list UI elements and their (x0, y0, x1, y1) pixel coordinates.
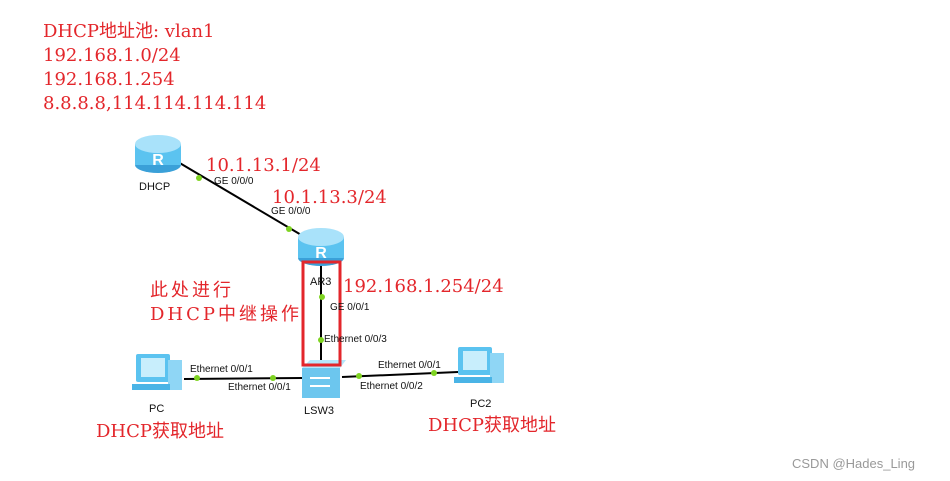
port-label-ar3-ge001: GE 0/0/1 (330, 302, 370, 313)
relay-highlight-box (301, 260, 342, 367)
watermark: CSDN @Hades_Ling (792, 456, 916, 471)
port-label-lsw-e001: Ethernet 0/0/1 (228, 382, 291, 393)
port-label-pc2-e001: Ethernet 0/0/1 (378, 360, 441, 371)
pc-icon-pc2 (454, 347, 504, 383)
port-label-pc-e001: Ethernet 0/0/1 (190, 364, 253, 375)
port-label-dhcp-ge000: GE 0/0/0 (214, 176, 254, 187)
ar3-ge000-ip-label: 10.1.13.3/24 (272, 187, 387, 208)
device-label-lsw3[interactable]: LSW3 (304, 405, 334, 417)
relay-note: 此处进行 DHCP中继操作 (150, 279, 302, 327)
relay-note-line2: DHCP中继操作 (150, 304, 303, 325)
pc-icon-pc (132, 354, 182, 390)
device-label-dhcp[interactable]: DHCP (139, 181, 171, 193)
svg-text:R: R (152, 152, 164, 169)
link-dhcp-ar3 (177, 161, 304, 237)
pc-note: DHCP获取地址 (96, 421, 225, 442)
ar3-ge001-ip-label: 192.168.1.254/24 (343, 276, 504, 297)
pool-gateway: 192.168.1.254 (43, 69, 175, 90)
device-label-pc[interactable]: PC (149, 403, 165, 415)
pool-dns: 8.8.8.8,114.114.114.114 (43, 93, 267, 114)
device-label-pc2[interactable]: PC2 (470, 398, 492, 410)
device-label-ar3[interactable]: AR3 (310, 276, 332, 288)
port-label-lsw-e002: Ethernet 0/0/2 (360, 381, 423, 392)
router-icon-dhcp: R (135, 135, 181, 173)
pool-name: DHCP地址池: vlan1 (43, 21, 215, 42)
dhcp-ip-label: 10.1.13.1/24 (206, 155, 321, 176)
port-label-ar3-ge000: GE 0/0/0 (271, 206, 311, 217)
relay-note-line1: 此处进行 (150, 280, 234, 301)
router-icon-ar3: R (298, 228, 344, 266)
pool-network: 192.168.1.0/24 (43, 45, 181, 66)
port-dots (194, 175, 437, 381)
pc2-note: DHCP获取地址 (428, 415, 557, 436)
svg-text:R: R (315, 245, 327, 262)
dhcp-pool-info: DHCP地址池: vlan1 192.168.1.0/24 192.168.1.… (43, 20, 266, 116)
link-pc-lsw3 (183, 377, 303, 380)
port-label-lsw-e003: Ethernet 0/0/3 (324, 334, 387, 345)
